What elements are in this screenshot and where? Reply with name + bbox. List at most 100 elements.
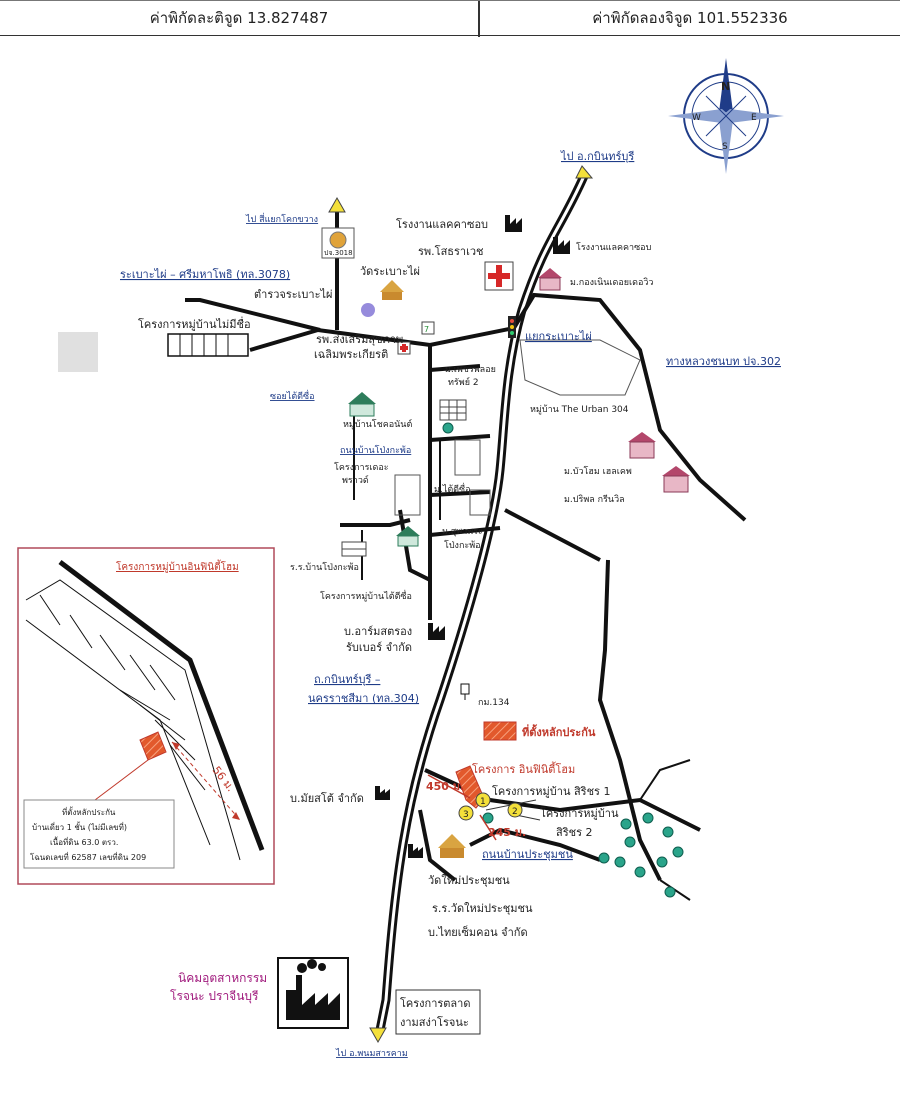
road-3078-label: ระเบาะไผ่ – ศรีมหาโพธิ (ทล.3078) [120, 267, 290, 281]
house-icon [628, 432, 656, 459]
parcel-outline-3 [469, 489, 491, 516]
village-petch-label-1: ม.เพชรพลอย [445, 365, 496, 375]
distance-245-label: 245 ม. [488, 826, 526, 839]
temple-prachum-label: วัดใหม่ประชุมชน [428, 874, 510, 887]
direction-south-label: ไป อ.พนมสารคาม [335, 1048, 408, 1059]
project-sirichot-1-label: โครงการหมู่บ้าน สิริชร 1 [492, 784, 610, 798]
company-thaicement-label: บ.ไทยเซ็มคอน จำกัด [428, 925, 528, 939]
compass-s: S [722, 142, 728, 152]
hospital-label: รพ.โสธราเวช [418, 244, 483, 258]
km-marker-label: กม.134 [478, 698, 510, 708]
health-center-label-2: เฉลิมพระเกียรติ [314, 348, 388, 361]
traffic-light-icon [508, 316, 516, 338]
road-prachumchon-label: ถนนบ้านประชุมชน [482, 848, 573, 861]
inset-note-1: ที่ตั้งหลักประกัน [62, 806, 116, 817]
police-icon [361, 303, 375, 317]
factory-latex-label-2: โรงงานแลคคาซอบ [576, 242, 652, 253]
highway-304 [375, 174, 589, 1031]
village-petch-label-2: ทรัพย์ 2 [448, 376, 479, 388]
factory-icon [408, 844, 423, 858]
coordinate-header: ค่าพิกัดละติจูด 13.827487 ค่าพิกัดลองจิจ… [0, 0, 900, 37]
road-sign-badge: ปจ.3018 [321, 227, 355, 259]
house-icon [662, 466, 690, 493]
inset-note-4: โฉนดเลขที่ 62587 เลขที่ดิน 209 [30, 851, 146, 862]
parcel-outline-2 [454, 439, 481, 476]
inset-map: โครงการหมู่บ้านอินฟินิตี้โฮม 56 ม. ที่ตั… [17, 547, 275, 885]
project-taiteesue-top-grid [167, 333, 249, 357]
inset-note-2: บ้านเดี่ยว 1 ชั้น (ไม่มีเลขที่) [32, 821, 127, 832]
road-302-label: ทางหลวงชนบท ปจ.302 [666, 355, 781, 368]
km-marker-icon [460, 683, 470, 700]
company-arms-label-2: รับเบอร์ จำกัด [346, 641, 412, 654]
temple-icon [438, 834, 466, 858]
industrial-label-2: โรจนะ ปราจีนบุรี [170, 989, 259, 1004]
project-infinity-label: โครงการ อินฟินิตี้โฮม [472, 761, 575, 776]
compass-icon: N S W E [668, 58, 784, 174]
project-taiteesue-top-label: โครงการหมู่บ้านไม่มีชื่อ [138, 316, 251, 331]
project-sirichot-2-label-a: โครงการหมู่บ้าน [540, 806, 619, 820]
village-supphra-label-1: ม.สุพาพระ [442, 527, 483, 537]
health-center-icon [397, 341, 411, 355]
junction-label: แยกระเบาะไผ่ [525, 330, 592, 343]
collateral-legend-swatch [483, 721, 517, 741]
road-ban-ngong-phra-label: ถนนบ้านโป่งกะพ้อ [340, 445, 411, 456]
health-center-label-1: รพ.ส่งเสริมสุขภาพ [316, 333, 403, 346]
police-label: ตำรวจระเบาะไผ่ [254, 288, 332, 301]
distance-245-arrow [479, 814, 497, 841]
road-304-label-b: นครราชสีมา (ทล.304) [308, 692, 419, 705]
village-chokchai-label: หมู่บ้านโชคอนันต์ [343, 418, 412, 430]
company-mayasote-label: บ.มัยสโต้ จำกัด [290, 791, 364, 805]
svg-text:2: 2 [512, 807, 518, 817]
road-304-label-a: ถ.กบินทร์บุรี – [314, 673, 380, 686]
factory-icon [505, 215, 522, 232]
collateral-legend-label: ที่ตั้งหลักประกัน [522, 724, 596, 739]
marker-2: 2 [507, 802, 523, 818]
longitude-value: ค่าพิกัดลองจิจูด 101.552336 [592, 9, 788, 27]
distance-450-arrow [427, 774, 471, 799]
village-supphra-label-2: โป่งกะพ้อ [444, 540, 481, 551]
svg-text:3: 3 [463, 810, 469, 820]
factory-latex-label-1: โรงงานแลคคาซอบ [396, 217, 488, 231]
temple-rabaopai-label: วัดระเบาะไผ่ [360, 265, 420, 278]
industrial-factory-icon [277, 957, 349, 1029]
parcel-outline-1 [394, 474, 421, 516]
soi-taiteesue-label: ซอยไต้ตีซื่อ [270, 389, 315, 402]
project-sirichot-2-label-b: สิริชร 2 [556, 826, 593, 839]
school-prachum-label: ร.ร.วัดใหม่ประชุมชน [432, 902, 533, 915]
tree-cluster [442, 422, 684, 898]
arrow-north-icon [575, 165, 594, 179]
local-roads [185, 212, 747, 882]
direction-northwest-label: ไป สี่แยกโคกขวาง [245, 212, 318, 225]
village-chokchai-icon [348, 392, 376, 417]
village-kongnin-label: ม.กองเนินเดอยเดอวิว [570, 277, 653, 288]
village-urban-label: หมู่บ้าน The Urban 304 [530, 404, 629, 415]
direction-north-label: ไป อ.กบินทร์บุรี [560, 150, 634, 163]
marker-3: 3 [458, 805, 474, 821]
market-label-2: งามสง่าโรจนะ [400, 1015, 469, 1029]
village-taitee-label: ม.ไต้ตีซื่อ [434, 482, 471, 495]
market-box: โครงการตลาด งามสง่าโรจนะ [395, 989, 481, 1035]
market-label-1: โครงการตลาด [400, 996, 471, 1010]
blurred-mark [58, 332, 98, 372]
sign-badge-text: ปจ.3018 [324, 249, 353, 257]
compass-n: N [721, 80, 730, 93]
school-icon [341, 541, 367, 557]
factory-icon [375, 786, 390, 800]
compass-e: E [751, 113, 757, 123]
industrial-label-1: นิคมอุตสาหกรรม [178, 971, 267, 986]
project-delaprai-label-1: โครงการเดอะ [334, 462, 389, 473]
factory-icon [428, 623, 445, 640]
village-pripol-label: ม.ปริพล กรีนวิล [564, 494, 625, 505]
school-ngongphra-label: ร.ร.บ้านโป่งกะพ้อ [290, 562, 359, 573]
marker-1: 1 [475, 792, 491, 808]
inset-title: โครงการหมู่บ้านอินฟินิตี้โฮม [116, 559, 239, 573]
compass-w: W [692, 113, 701, 123]
temple-icon [380, 280, 404, 300]
latitude-value: ค่าพิกัดละติจูด 13.827487 [149, 9, 329, 27]
callout-line-2 [515, 814, 541, 821]
arrow-northwest-icon [328, 196, 346, 213]
hospital-icon [484, 261, 514, 291]
inset-note-3: เนื้อที่ดิน 63.0 ตรว. [50, 836, 118, 847]
company-arms-label-1: บ.อาร์มสตรอง [344, 625, 412, 638]
village-grid [439, 399, 467, 421]
